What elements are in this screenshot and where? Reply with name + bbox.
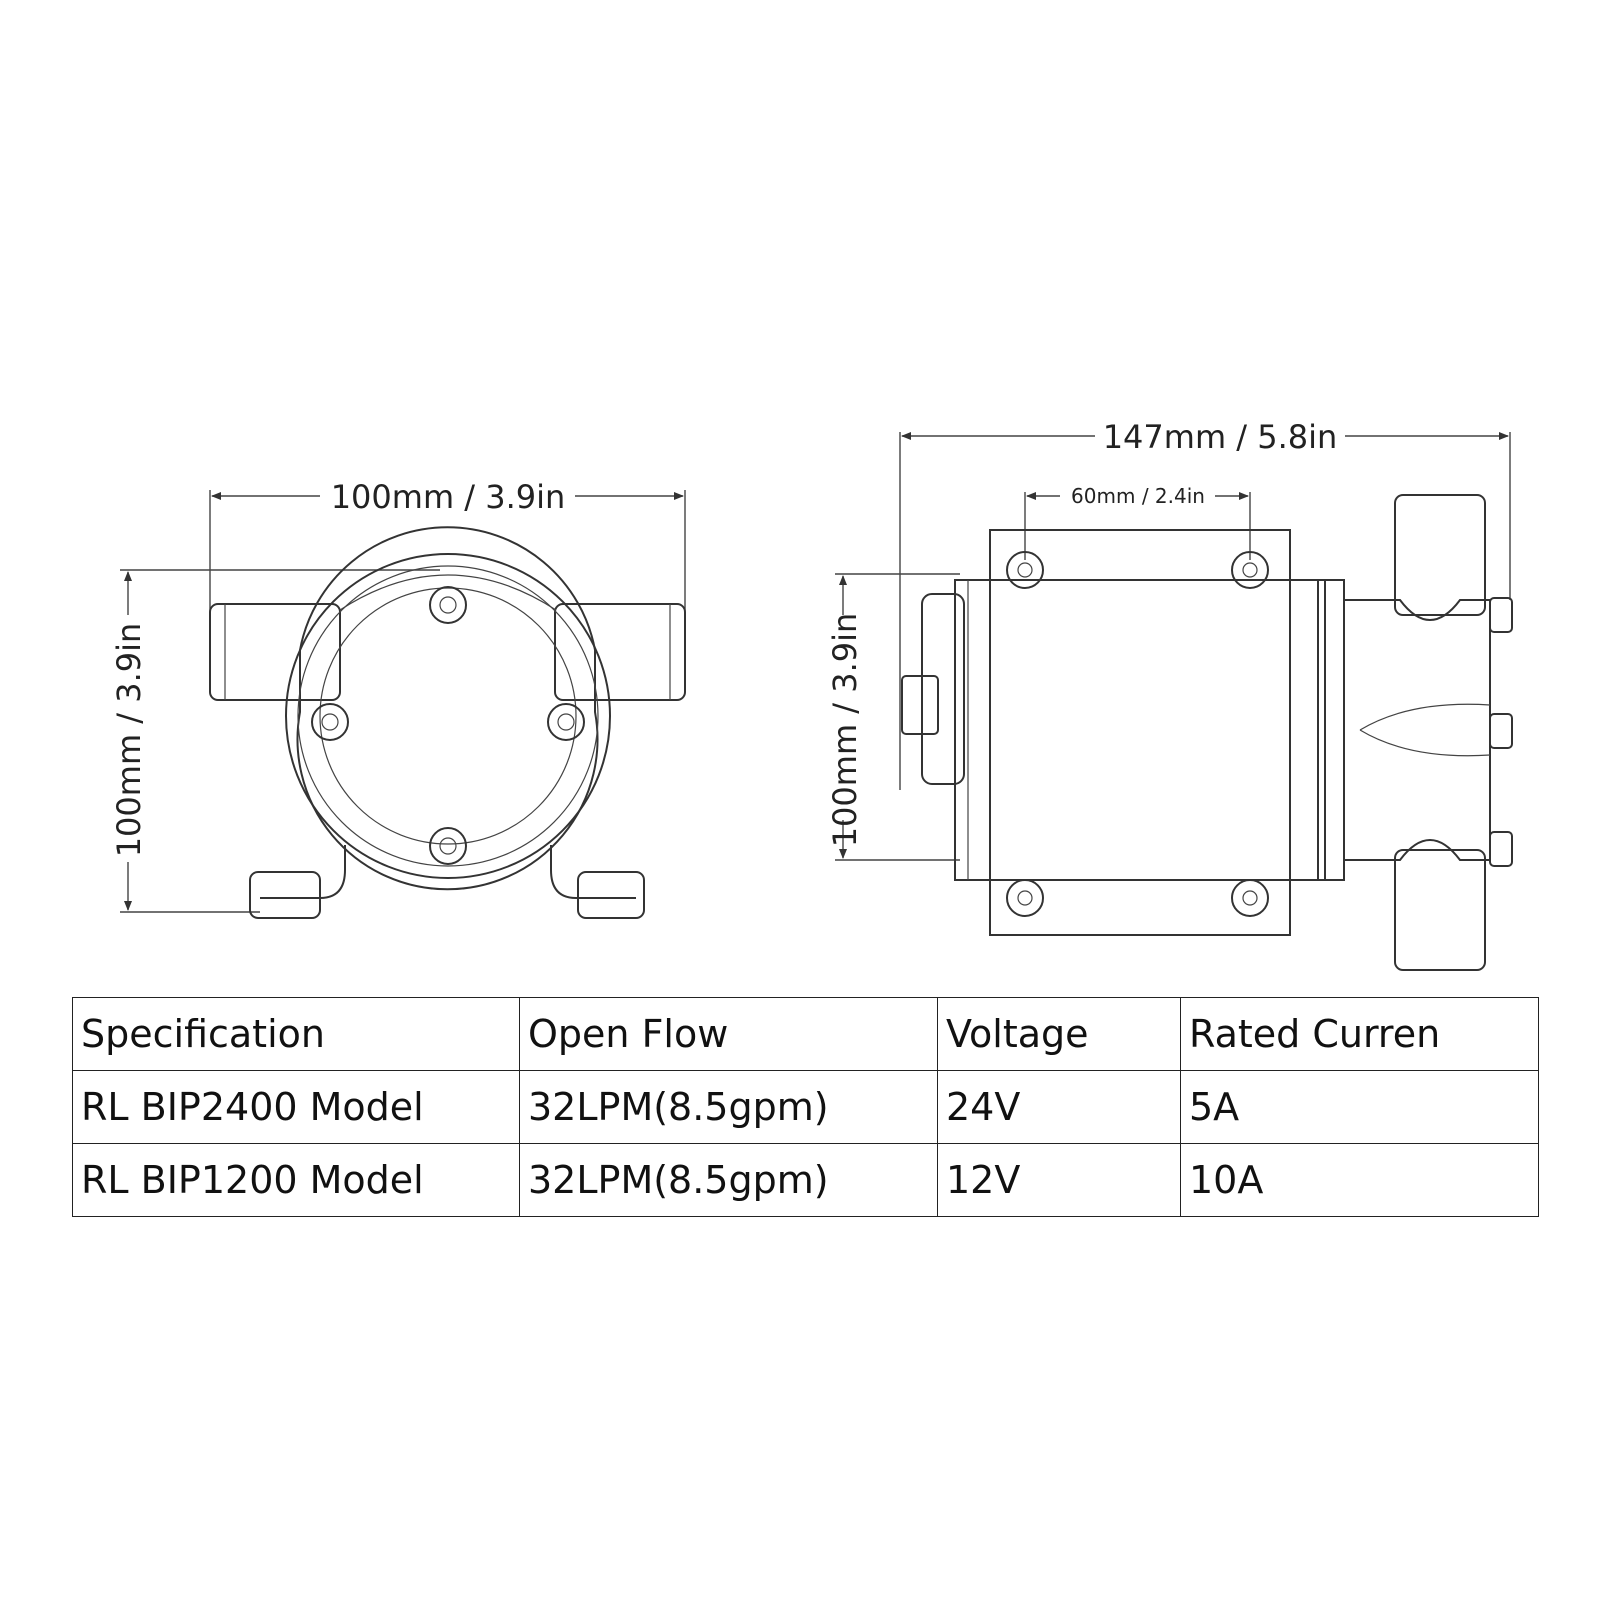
side-mount-spacing-dimension: 60mm / 2.4in bbox=[1026, 484, 1249, 508]
bolt-icon bbox=[311, 586, 585, 865]
cell-open-flow: 32LPM(8.5gpm) bbox=[519, 1143, 938, 1217]
front-height-label: 100mm / 3.9in bbox=[110, 623, 148, 858]
side-height-label: 100mm / 3.9in bbox=[826, 613, 864, 848]
front-height-dimension: 100mm / 3.9in bbox=[110, 571, 148, 911]
front-pump-outline bbox=[209, 526, 686, 919]
side-pump-outline bbox=[901, 494, 1513, 971]
front-width-dimension: 100mm / 3.9in bbox=[211, 478, 684, 516]
spec-table: Specification Open Flow Voltage Rated Cu… bbox=[72, 997, 1539, 1217]
mount-hole-icon bbox=[1006, 551, 1269, 917]
cell-model: RL BIP2400 Model bbox=[72, 1070, 520, 1144]
header-open-flow: Open Flow bbox=[519, 997, 938, 1071]
header-rated-current: Rated Curren bbox=[1180, 997, 1539, 1071]
side-height-dimension: 100mm / 3.9in bbox=[826, 575, 864, 859]
cell-rated-current: 5A bbox=[1180, 1070, 1539, 1144]
cell-open-flow: 32LPM(8.5gpm) bbox=[519, 1070, 938, 1144]
header-voltage: Voltage bbox=[937, 997, 1181, 1071]
cell-voltage: 24V bbox=[937, 1070, 1181, 1144]
front-width-label: 100mm / 3.9in bbox=[331, 478, 566, 516]
front-view: 100mm / 3.9in 100mm / 3.9in bbox=[110, 478, 686, 919]
table-row: RL BIP2400 Model 32LPM(8.5gpm) 24V 5A bbox=[72, 1070, 1539, 1144]
side-view: 147mm / 5.8in 60mm / 2.4in 100mm / 3.9in bbox=[826, 418, 1513, 971]
cell-model: RL BIP1200 Model bbox=[72, 1143, 520, 1217]
side-length-label: 147mm / 5.8in bbox=[1103, 418, 1338, 456]
cell-rated-current: 10A bbox=[1180, 1143, 1539, 1217]
side-length-dimension: 147mm / 5.8in bbox=[901, 418, 1509, 456]
cell-voltage: 12V bbox=[937, 1143, 1181, 1217]
table-header-row: Specification Open Flow Voltage Rated Cu… bbox=[72, 997, 1539, 1071]
side-mount-spacing-label: 60mm / 2.4in bbox=[1071, 484, 1205, 508]
header-specification: Specification bbox=[72, 997, 520, 1071]
table-row: RL BIP1200 Model 32LPM(8.5gpm) 12V 10A bbox=[72, 1143, 1539, 1217]
